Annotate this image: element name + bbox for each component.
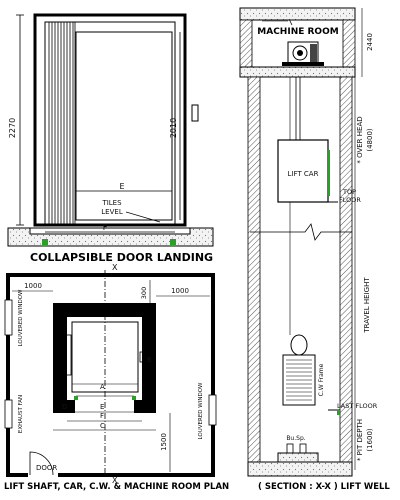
louvered-window-right-label: LOUVERED WINDOW <box>198 382 204 439</box>
shaft-wall-bottom-left <box>53 400 75 413</box>
machine-room-label: MACHINE ROOM <box>257 27 338 37</box>
shaft-plan: X X A B C D E F LOUVERED WINDOW LOUVERED… <box>4 263 217 485</box>
lift-car-section <box>277 139 329 203</box>
machine-room-roof <box>239 7 356 21</box>
tiles-label-line1: TILES <box>101 199 122 207</box>
lift-car-label: LIFT CAR <box>288 170 319 178</box>
top-floor-line2: FLOOR <box>339 196 361 204</box>
dim-300-label: 300 <box>140 287 148 299</box>
section-caption: ( SECTION : X-X ) LIFT WELL <box>258 482 390 492</box>
door-elevation-caption: COLLAPSIBLE DOOR LANDING <box>30 251 214 264</box>
cw-frame-label: C.W Frame <box>318 363 325 396</box>
shaft-wall-left <box>53 303 67 413</box>
call-button-panel <box>191 104 199 122</box>
section-mark-bottom: X <box>112 476 118 485</box>
pit-floor-slab <box>247 461 353 477</box>
top-floor-line1: TOP <box>342 188 356 196</box>
sill-green-plan-left <box>74 396 78 400</box>
counterweight-blocks <box>286 359 312 401</box>
section-mark-top: X <box>112 263 118 272</box>
exhaust-fan-label: EXHAUST FAN <box>18 395 24 433</box>
plan-label-d: D <box>62 403 67 411</box>
louvered-window-right-mark <box>208 394 217 426</box>
last-floor-green <box>337 410 340 415</box>
plan-door-swing <box>29 451 54 476</box>
shaft-wall-right <box>142 303 156 413</box>
plan-label-b: B <box>147 356 152 364</box>
car-door-green <box>327 150 330 196</box>
over-head-line2: (4800) <box>366 128 374 152</box>
over-head-line1: * OVER HEAD <box>356 116 364 163</box>
door-label: DOOR <box>36 464 57 472</box>
louvered-window-left-label: LOUVERED WINDOW <box>18 289 24 346</box>
door-wall-frame <box>33 13 187 227</box>
lift-well-section: 1 TON LOODING HOOK MACHINE ROOM 2440 L <box>239 7 378 477</box>
dim-1500-label: 1500 <box>160 433 168 451</box>
counterweight-pulley <box>290 334 308 356</box>
section-break-line <box>250 223 352 241</box>
sill-green-plan-right <box>132 396 136 400</box>
machine-room-wall-right <box>342 19 356 73</box>
travel-height-label: TRAVEL HEIGHT <box>363 277 371 334</box>
dim-1000-left-label: 1000 <box>24 282 42 290</box>
shaft-wall-left-section <box>247 76 261 463</box>
door-sill <box>29 227 191 235</box>
machine-room-wall-left <box>239 19 253 73</box>
plan-caption: LIFT SHAFT, CAR, C.W. & MACHINE ROOM PLA… <box>4 482 230 492</box>
dim-2270-label: 2270 <box>8 118 17 138</box>
sill-green-right <box>170 239 176 245</box>
plan-label-f: F <box>100 412 104 420</box>
dim-2440-label: 2440 <box>366 33 374 51</box>
guide-rail-right <box>139 351 146 363</box>
collapsible-door-panel <box>48 22 76 225</box>
traction-machine <box>282 41 324 66</box>
door-inner-frame <box>75 31 173 221</box>
lift-car-plan <box>71 321 139 393</box>
buffer-label: Bu.Sp. <box>286 435 305 442</box>
pit-depth-line2: (1600) <box>366 428 374 452</box>
counterweight-plan <box>65 334 72 376</box>
plan-label-a: A <box>100 383 105 391</box>
louvered-window-left-mark <box>4 299 13 336</box>
door-elevation: 2270 2010 E TILES LEVEL F <box>7 13 214 247</box>
dim-1000-right-label: 1000 <box>171 287 189 295</box>
last-floor-label: LAST FLOOR <box>337 402 378 410</box>
plan-label-c: C <box>100 422 105 430</box>
shaft-wall-bottom-right <box>134 400 156 413</box>
machine-room-floor <box>239 66 356 78</box>
dim-f-label: F <box>103 223 108 232</box>
pit-depth-line1: * PIT DEPTH <box>356 419 364 461</box>
exhaust-fan-mark <box>4 399 13 429</box>
shaft-wall-top <box>53 303 156 317</box>
dim-e-label: E <box>119 182 124 191</box>
plan-label-e: E <box>100 403 104 411</box>
dim-2010-label: 2010 <box>169 118 178 138</box>
sill-green-left <box>42 239 48 245</box>
plan-outer-wall <box>6 273 215 477</box>
door-opening <box>44 21 176 226</box>
tiles-label-line2: LEVEL <box>101 208 123 216</box>
plan-door-gap <box>28 471 58 479</box>
